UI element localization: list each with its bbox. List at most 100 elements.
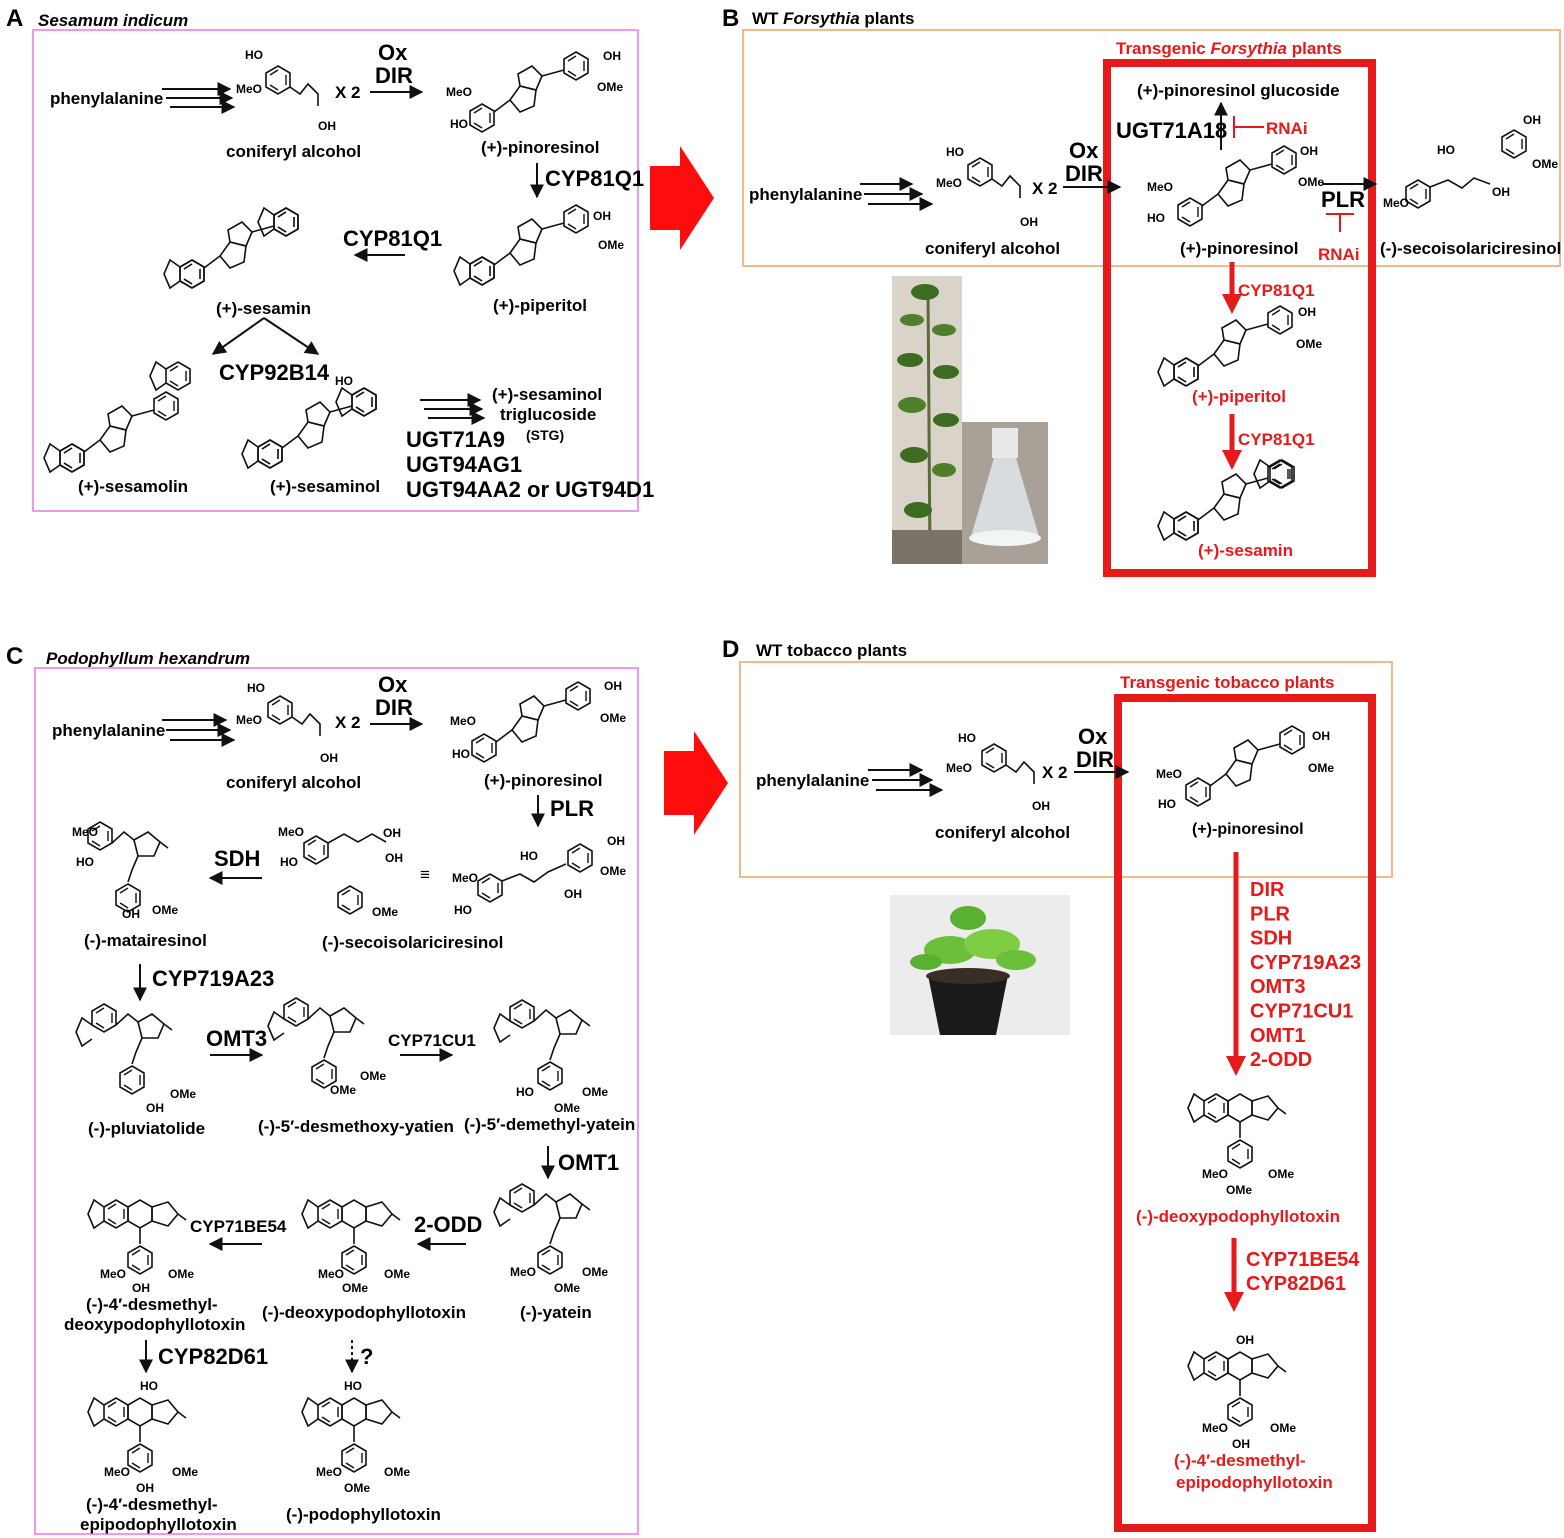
- svg-text:OMe: OMe: [597, 80, 623, 94]
- panel-d-wt-frame: [739, 661, 1393, 878]
- svg-text:MeO: MeO: [1147, 180, 1173, 194]
- svg-text:OMe: OMe: [600, 864, 626, 878]
- matairesinol-structure: MeO HO OH OMe: [72, 822, 178, 921]
- ugt71a18-label: UGT71A18: [1116, 118, 1227, 143]
- svg-text:MeO: MeO: [936, 176, 962, 190]
- svg-text:OH: OH: [318, 119, 336, 133]
- stg-line3: (STG): [526, 427, 564, 443]
- svg-text:HO: HO: [140, 1379, 158, 1393]
- ox-label: Ox: [378, 672, 408, 697]
- svg-text:HO: HO: [946, 145, 964, 159]
- enzyme-item: OMT3: [1250, 976, 1306, 998]
- desmethyl-deoxy-label-2: deoxypodophyllotoxin: [64, 1315, 245, 1334]
- stg-line2: triglucoside: [500, 405, 596, 424]
- coniferyl-alcohol-label: coniferyl alcohol: [226, 142, 361, 161]
- svg-text:MeO: MeO: [450, 714, 476, 728]
- podophyllotoxin-label: (-)-podophyllotoxin: [286, 1505, 441, 1524]
- svg-text:HO: HO: [520, 849, 538, 863]
- svg-text:OMe: OMe: [582, 1265, 608, 1279]
- svg-text:HO: HO: [1158, 797, 1176, 811]
- epipodophyllotoxin-label-1: (-)-4′-desmethyl-: [1174, 1451, 1306, 1470]
- svg-text:OH: OH: [607, 834, 625, 848]
- svg-text:OMe: OMe: [1270, 1421, 1296, 1435]
- coniferyl-alcohol-structure: HO MeO OH: [946, 731, 1050, 813]
- svg-text:OH: OH: [564, 887, 582, 901]
- svg-text:HO: HO: [76, 855, 94, 869]
- svg-text:OH: OH: [593, 209, 611, 223]
- svg-text:MeO: MeO: [1156, 767, 1182, 781]
- ugt-label-2: UGT94AG1: [406, 452, 522, 477]
- svg-text:OMe: OMe: [372, 905, 398, 919]
- enzyme-item: PLR: [1250, 903, 1291, 925]
- omt1-label: OMT1: [558, 1150, 619, 1175]
- piperitol-label: (+)-piperitol: [1192, 387, 1286, 406]
- enzyme-item: CYP71BE54: [1246, 1249, 1360, 1271]
- svg-text:OH: OH: [1020, 215, 1038, 229]
- svg-text:MeO: MeO: [72, 825, 98, 839]
- ox-label: Ox: [378, 40, 408, 65]
- svg-text:MeO: MeO: [510, 1265, 536, 1279]
- epipodophyllotoxin-structure: OH MeO OMe OH: [1188, 1333, 1296, 1451]
- panel-b-transgenic-frame: [1103, 59, 1376, 577]
- svg-text:MeO: MeO: [278, 825, 304, 839]
- svg-text:OMe: OMe: [384, 1267, 410, 1281]
- svg-text:HO: HO: [1147, 211, 1165, 225]
- panel-b: B WT Forsythia plants Transgenic Forsyth…: [722, 5, 1561, 577]
- yatein-structure: MeO OMe OMe: [493, 1184, 608, 1295]
- svg-text:OMe: OMe: [152, 903, 178, 917]
- deoxypodophyllotoxin-label: (-)-deoxypodophyllotoxin: [262, 1303, 466, 1322]
- times-two-label: X 2: [335, 713, 361, 732]
- svg-text:OMe: OMe: [554, 1281, 580, 1295]
- svg-text:OH: OH: [132, 1281, 150, 1295]
- svg-text:MeO: MeO: [100, 1267, 126, 1281]
- sdh-label: SDH: [214, 846, 260, 871]
- panel-d-transgenic-title: Transgenic tobacco plants: [1120, 673, 1334, 692]
- secoisolariciresinol-structure-left: MeO HO OH OH OMe: [278, 825, 403, 919]
- pinoresinol-label: (+)-pinoresinol: [1180, 239, 1299, 258]
- phenylalanine-label: phenylalanine: [749, 185, 862, 204]
- secoisolariciresinol-label: (-)-secoisolariciresinol: [1380, 239, 1561, 258]
- multi-step-arrow: [162, 713, 236, 747]
- svg-text:OH: OH: [1523, 113, 1541, 127]
- svg-text:OH: OH: [1300, 144, 1318, 158]
- panel-c-organism: Podophyllum hexandrum: [46, 649, 250, 668]
- secoisolariciresinol-label: (-)-secoisolariciresinol: [322, 933, 503, 952]
- coniferyl-alcohol-label: coniferyl alcohol: [226, 773, 361, 792]
- podophyllotoxin-structure: HO MeO OMe OMe: [302, 1379, 410, 1495]
- ox-label: Ox: [1078, 724, 1108, 749]
- svg-text:OMe: OMe: [170, 1087, 196, 1101]
- demethyl-yatein-structure: HO OMe OMe: [493, 1000, 608, 1115]
- cyp81q1-label-1: CYP81Q1: [1238, 281, 1315, 300]
- svg-text:OH: OH: [320, 751, 338, 765]
- epipodophyllotoxin-label-2: epipodophyllotoxin: [80, 1515, 237, 1534]
- pluviatolide-label: (-)-pluviatolide: [88, 1119, 205, 1138]
- forsythia-plant-photo: [892, 276, 962, 564]
- sesamolin-label: (+)-sesamolin: [78, 477, 188, 496]
- matairesinol-label: (-)-matairesinol: [84, 931, 207, 950]
- svg-text:OMe: OMe: [554, 1101, 580, 1115]
- pinoresinol-structure: OH OMe MeO HO: [450, 679, 626, 762]
- enzyme-item: OMT1: [1250, 1025, 1306, 1047]
- panel-a: A Sesamum indicum phenylalanine HO MeO O…: [6, 5, 654, 512]
- svg-text:MeO: MeO: [316, 1465, 342, 1479]
- cyp71cu1-label: CYP71CU1: [388, 1031, 476, 1050]
- piperitol-label: (+)-piperitol: [493, 296, 587, 315]
- svg-text:OH: OH: [385, 851, 403, 865]
- unknown-step-label: ?: [360, 1344, 373, 1369]
- svg-text:OMe: OMe: [342, 1281, 368, 1295]
- enzyme-item: CYP719A23: [1250, 952, 1361, 974]
- svg-text:OH: OH: [383, 826, 401, 840]
- svg-text:MeO: MeO: [236, 713, 262, 727]
- times-two-label: X 2: [1032, 179, 1058, 198]
- panel-d-letter: D: [722, 636, 739, 663]
- svg-text:HO: HO: [516, 1085, 534, 1099]
- svg-text:HO: HO: [245, 48, 263, 62]
- panel-d-transgenic-frame: [1114, 694, 1376, 1532]
- svg-text:OMe: OMe: [1298, 175, 1324, 189]
- svg-text:OH: OH: [603, 49, 621, 63]
- cyp71be54-label: CYP71BE54: [190, 1217, 287, 1236]
- cyp81q1-label-2: CYP81Q1: [1238, 430, 1315, 449]
- dir-label: DIR: [375, 695, 413, 720]
- multi-step-arrow: [162, 82, 236, 114]
- svg-text:MeO: MeO: [104, 1465, 130, 1479]
